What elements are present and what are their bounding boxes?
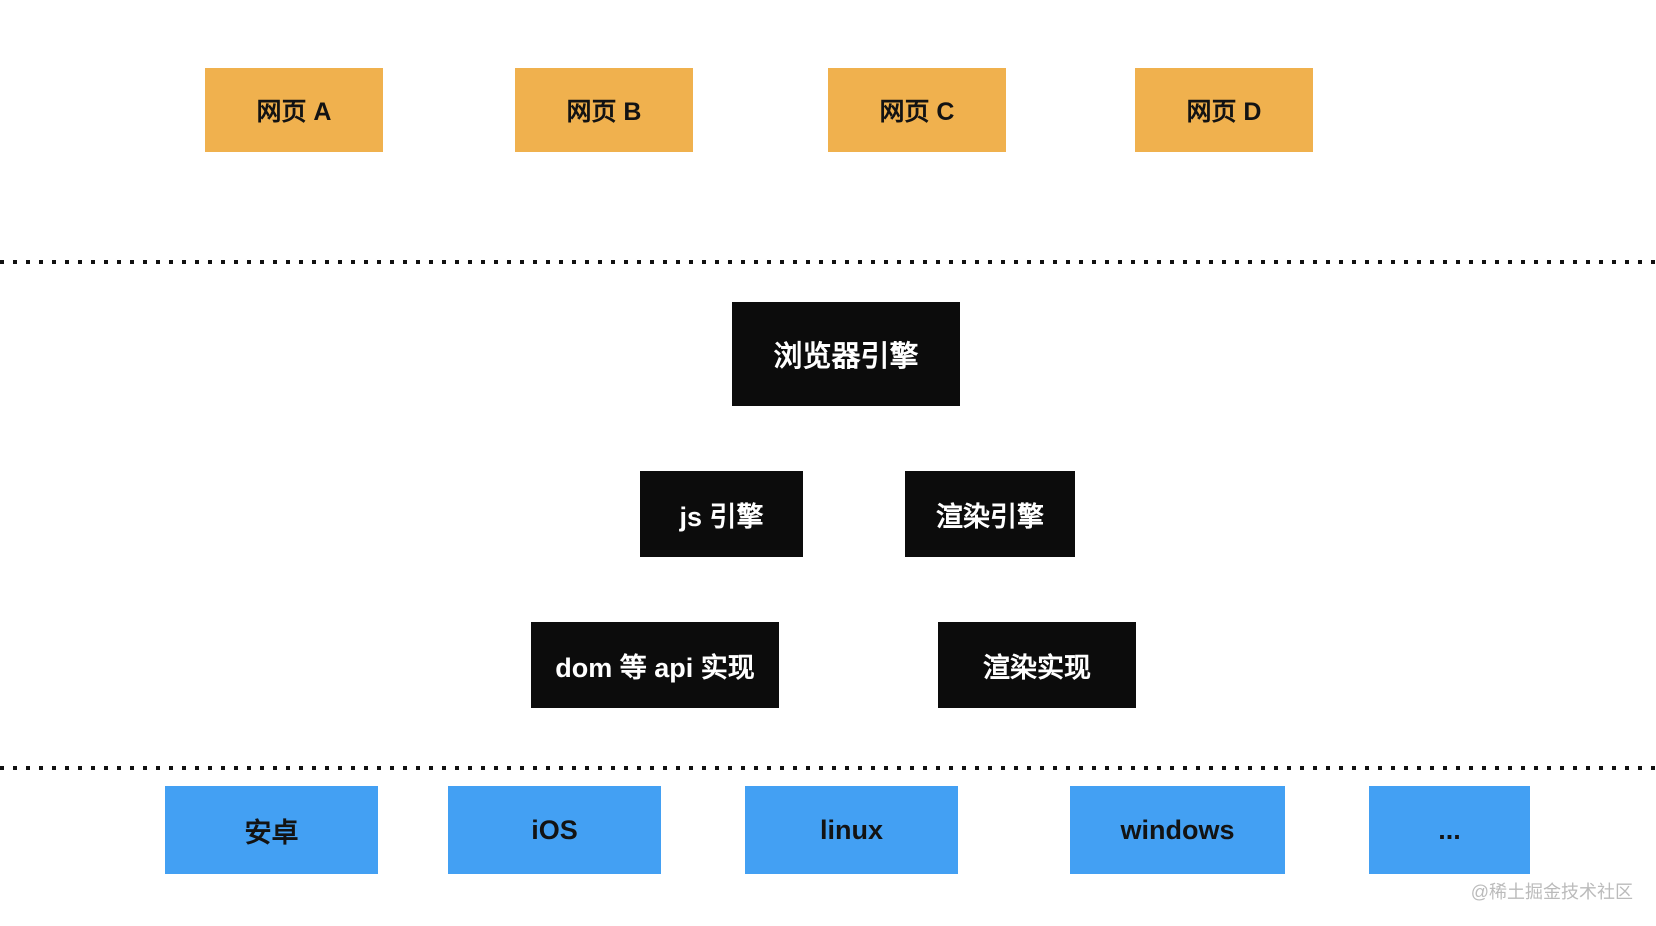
- render-engine-box: 渲染引擎: [905, 471, 1075, 557]
- webpage-a-box: 网页 A: [205, 68, 383, 152]
- platform-linux-box: linux: [745, 786, 958, 874]
- dotted-divider-top: [0, 260, 1656, 264]
- render-implementation-box: 渲染实现: [938, 622, 1136, 708]
- platform-ios-box: iOS: [448, 786, 661, 874]
- browser-engine-box: 浏览器引擎: [732, 302, 960, 406]
- webpage-c-box: 网页 C: [828, 68, 1006, 152]
- webpage-d-box: 网页 D: [1135, 68, 1313, 152]
- js-engine-box: js 引擎: [640, 471, 803, 557]
- dotted-divider-bottom: [0, 766, 1656, 770]
- platform-android-box: 安卓: [165, 786, 378, 874]
- platform-more-box: ...: [1369, 786, 1530, 874]
- webpage-b-box: 网页 B: [515, 68, 693, 152]
- dom-api-implementation-box: dom 等 api 实现: [531, 622, 779, 708]
- watermark-text: @稀土掘金技术社区: [1470, 882, 1633, 902]
- platform-windows-box: windows: [1070, 786, 1285, 874]
